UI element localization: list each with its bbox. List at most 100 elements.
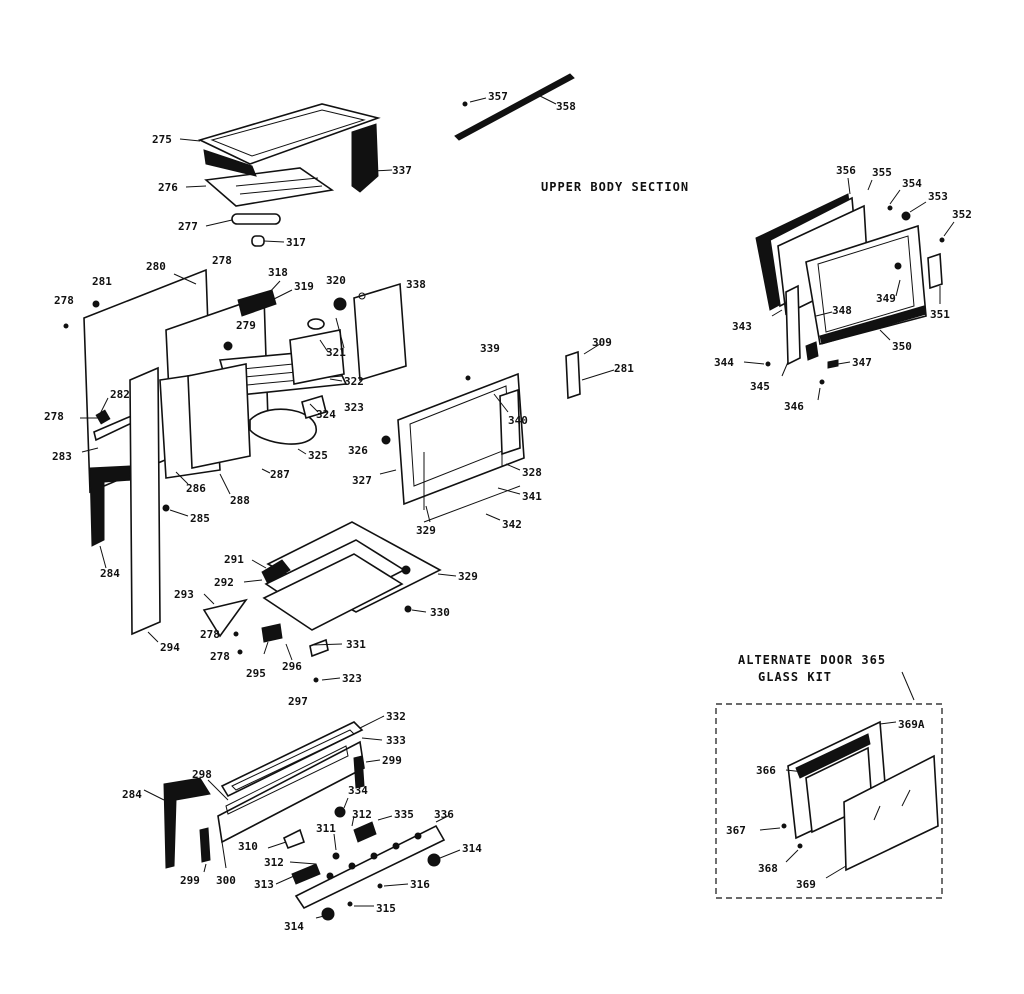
label-277: 277 bbox=[178, 220, 198, 233]
label-298: 298 bbox=[192, 768, 212, 781]
part-labels: 275 276 277 278 317 337 357 358 280 281 … bbox=[44, 90, 972, 933]
label-330: 330 bbox=[430, 606, 450, 619]
part-284-side-trim bbox=[89, 465, 133, 547]
label-309: 309 bbox=[592, 336, 612, 349]
label-286: 286 bbox=[186, 482, 206, 495]
label-368: 368 bbox=[758, 862, 778, 875]
label-296: 296 bbox=[282, 660, 302, 673]
label-326: 326 bbox=[348, 444, 368, 457]
part-314-knob-bottom bbox=[321, 907, 335, 921]
part-369-glass-panel bbox=[843, 754, 939, 872]
label-345: 345 bbox=[750, 380, 770, 393]
label-312: 312 bbox=[352, 808, 372, 821]
label-320: 320 bbox=[326, 274, 346, 287]
label-366: 366 bbox=[756, 764, 776, 777]
label-282: 282 bbox=[110, 388, 130, 401]
label-336: 336 bbox=[434, 808, 454, 821]
kit-dashed-box bbox=[715, 703, 943, 899]
label-356: 356 bbox=[836, 164, 856, 177]
label-316: 316 bbox=[410, 878, 430, 891]
label-281: 281 bbox=[92, 275, 112, 288]
part-299-end-cap bbox=[353, 755, 365, 789]
part-294-front-rail bbox=[129, 366, 161, 636]
part-309-handle-bracket bbox=[565, 350, 581, 400]
label-367: 367 bbox=[726, 824, 746, 837]
section-title: UPPER BODY SECTION bbox=[541, 180, 689, 194]
label-355: 355 bbox=[872, 166, 892, 179]
part-340-hinge bbox=[499, 388, 521, 456]
alternate-door-glass-kit: ALTERNATE DOOR 365 GLASS KIT bbox=[715, 653, 943, 899]
label-287: 287 bbox=[270, 468, 290, 481]
label-352: 352 bbox=[952, 208, 972, 221]
label-350: 350 bbox=[892, 340, 912, 353]
label-311: 311 bbox=[316, 822, 336, 835]
part-275-cooktop bbox=[197, 103, 381, 165]
label-275: 275 bbox=[152, 133, 172, 146]
control-panel-assembly bbox=[163, 721, 446, 921]
vent-strip bbox=[454, 73, 575, 141]
label-333: 333 bbox=[386, 734, 406, 747]
label-278: 278 bbox=[210, 650, 230, 663]
drawer-assembly bbox=[202, 521, 442, 683]
label-329: 329 bbox=[416, 524, 436, 537]
label-339: 339 bbox=[480, 342, 500, 355]
label-354: 354 bbox=[902, 177, 922, 190]
label-314: 314 bbox=[284, 920, 304, 933]
label-325: 325 bbox=[308, 449, 328, 462]
label-347: 347 bbox=[852, 356, 872, 369]
label-358: 358 bbox=[556, 100, 576, 113]
label-281: 281 bbox=[614, 362, 634, 375]
part-336-burner-bar bbox=[294, 824, 446, 910]
label-319: 319 bbox=[294, 280, 314, 293]
label-294: 294 bbox=[160, 641, 180, 654]
upper-door-assembly bbox=[755, 193, 945, 385]
label-321: 321 bbox=[326, 346, 346, 359]
part-338-back-panel bbox=[353, 282, 407, 382]
part-277-burner bbox=[231, 213, 281, 225]
label-292: 292 bbox=[214, 576, 234, 589]
label-288: 288 bbox=[230, 494, 250, 507]
part-295-latch bbox=[261, 623, 283, 643]
label-344: 344 bbox=[714, 356, 734, 369]
part-321-rack bbox=[289, 329, 345, 385]
label-284: 284 bbox=[100, 567, 120, 580]
label-328: 328 bbox=[522, 466, 542, 479]
label-334: 334 bbox=[348, 784, 368, 797]
label-299: 299 bbox=[382, 754, 402, 767]
oven-body bbox=[159, 289, 348, 479]
oven-door-frame bbox=[381, 350, 581, 523]
label-291: 291 bbox=[224, 553, 244, 566]
label-357: 357 bbox=[488, 90, 508, 103]
label-278: 278 bbox=[200, 628, 220, 641]
label-279: 279 bbox=[236, 319, 256, 332]
label-338: 338 bbox=[406, 278, 426, 291]
label-285: 285 bbox=[190, 512, 210, 525]
part-288-door-frame bbox=[187, 363, 251, 469]
label-278: 278 bbox=[54, 294, 74, 307]
label-343: 343 bbox=[732, 320, 752, 333]
label-295: 295 bbox=[246, 667, 266, 680]
part-337-side-panel bbox=[351, 123, 379, 193]
label-324: 324 bbox=[316, 408, 336, 421]
label-278: 278 bbox=[212, 254, 232, 267]
kit-title-line2: GLASS KIT bbox=[758, 670, 832, 684]
part-331-clip bbox=[309, 638, 329, 658]
label-341: 341 bbox=[522, 490, 542, 503]
label-280: 280 bbox=[146, 260, 166, 273]
label-337: 337 bbox=[392, 164, 412, 177]
part-327-door-frame bbox=[397, 372, 525, 506]
label-331: 331 bbox=[346, 638, 366, 651]
label-318: 318 bbox=[268, 266, 288, 279]
label-284: 284 bbox=[122, 788, 142, 801]
label-329: 329 bbox=[458, 570, 478, 583]
label-349: 349 bbox=[876, 292, 896, 305]
label-323: 323 bbox=[342, 672, 362, 685]
label-317: 317 bbox=[286, 236, 306, 249]
part-325-element bbox=[249, 408, 317, 445]
label-313: 313 bbox=[254, 878, 274, 891]
label-300: 300 bbox=[216, 874, 236, 887]
part-284-left-trim bbox=[163, 777, 211, 869]
cooktop-assembly bbox=[197, 103, 381, 247]
label-323: 323 bbox=[344, 401, 364, 414]
